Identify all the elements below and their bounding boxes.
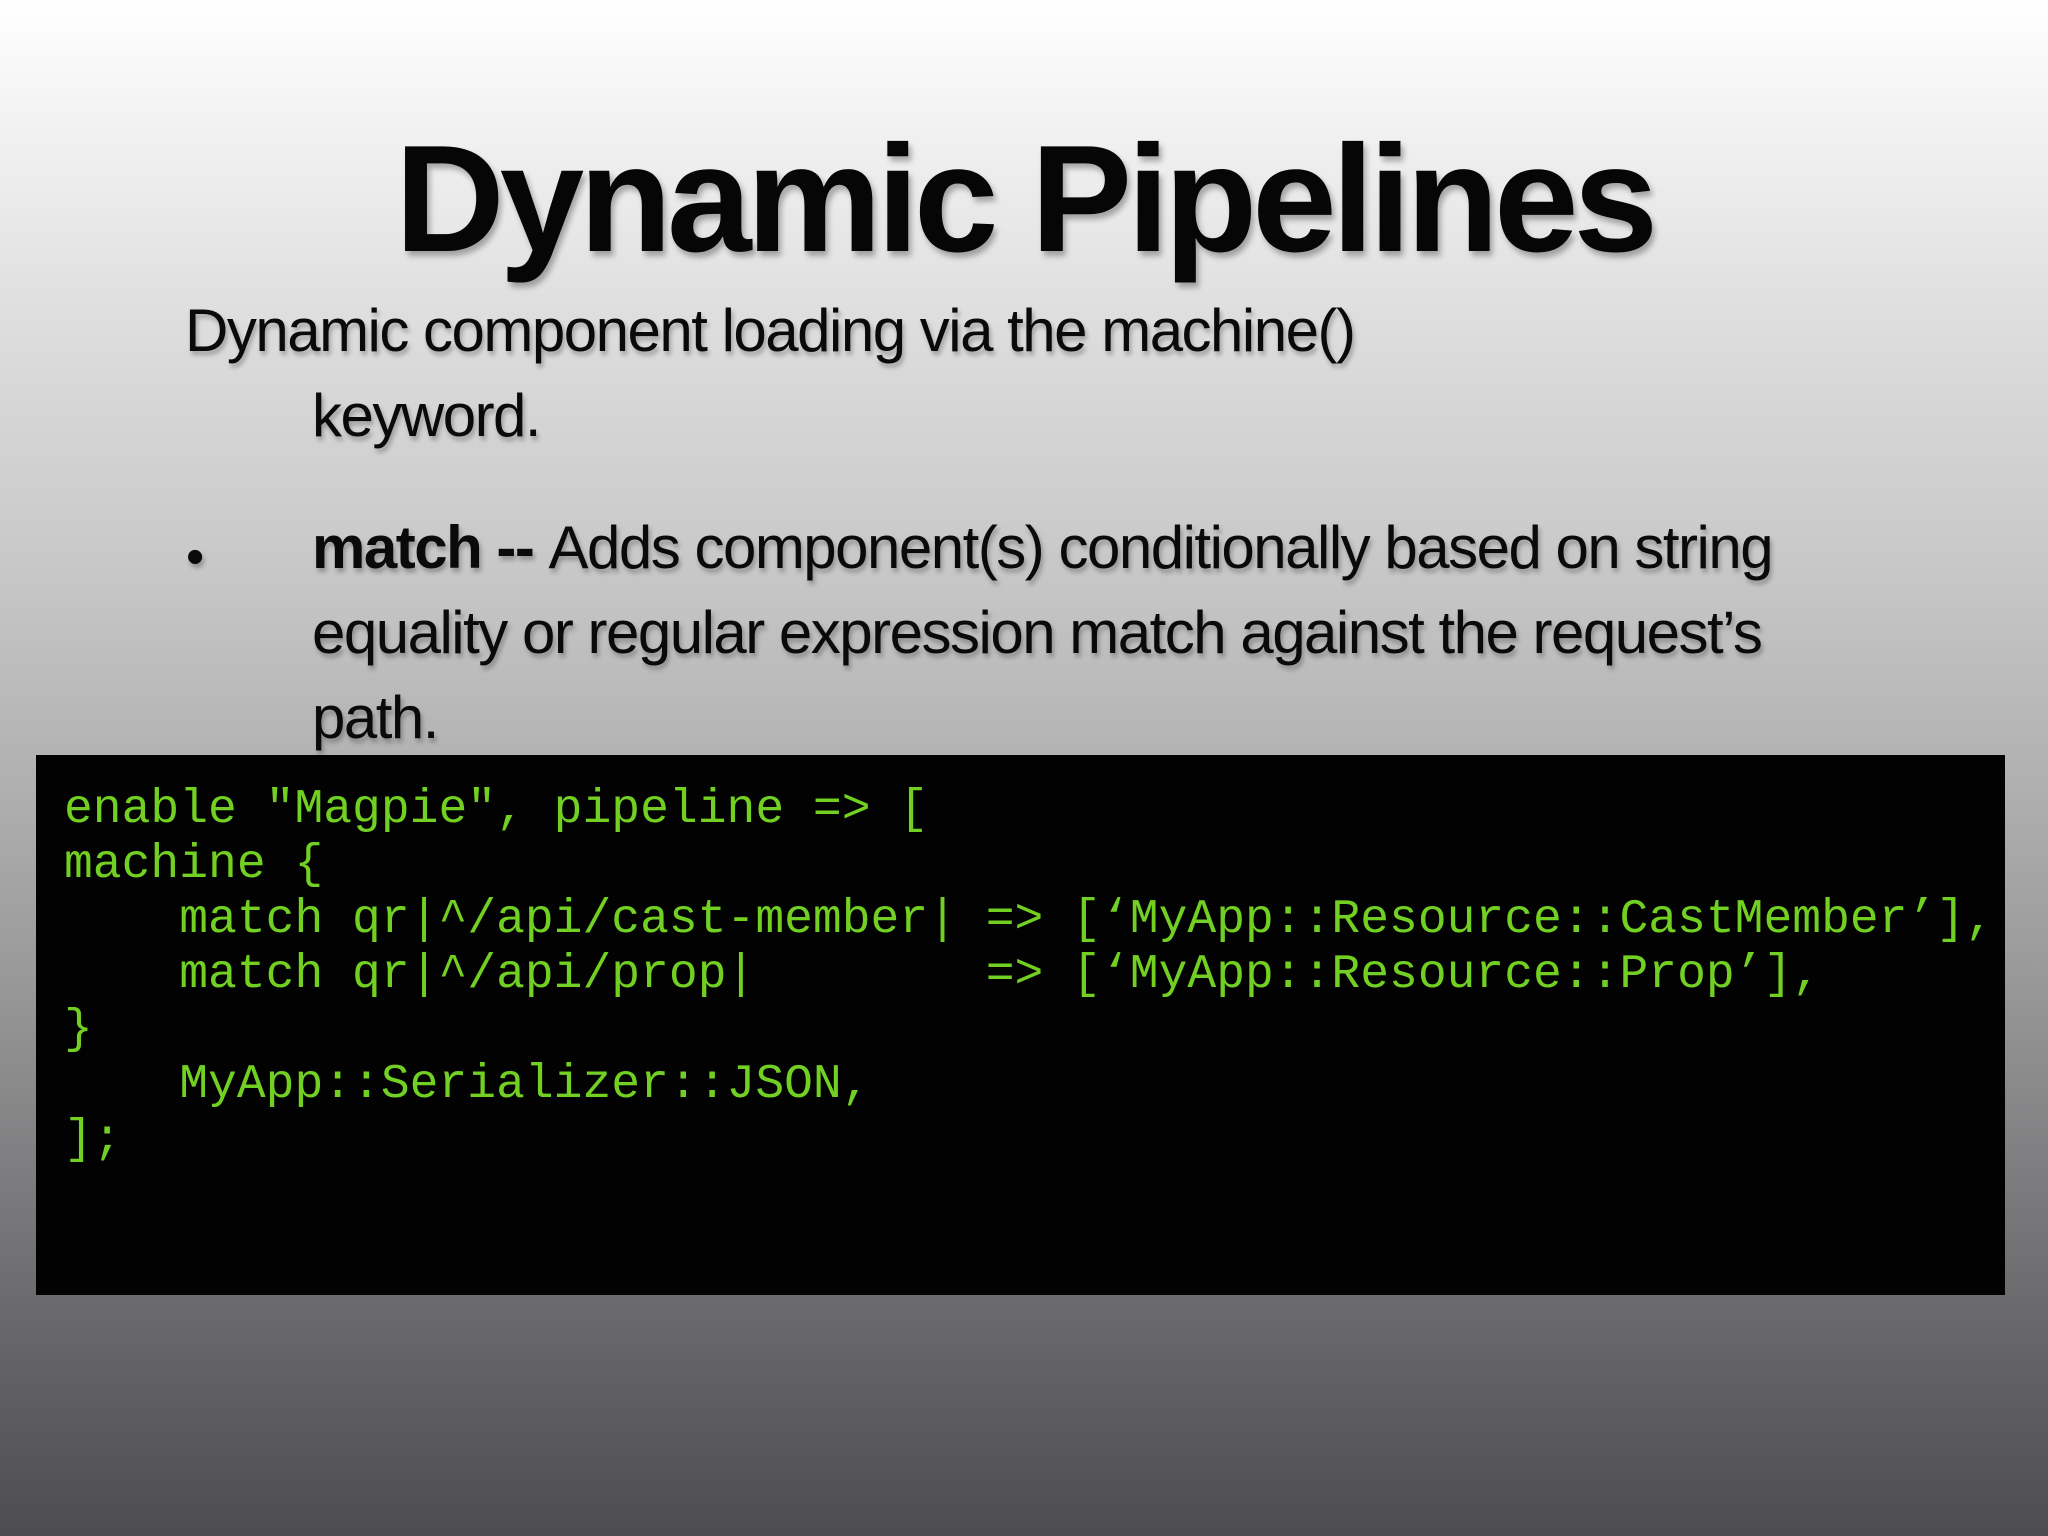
code-line: MyApp::Serializer::JSON, (64, 1058, 871, 1112)
bullet-marker-icon: • (186, 528, 205, 586)
code-line: match qr|^/api/cast-member| => [‘MyApp::… (64, 893, 1994, 947)
slide-title: Dynamic Pipelines (394, 113, 1658, 284)
bullet-item: • match -- Adds component(s) conditionall… (0, 505, 1892, 760)
intro-paragraph: Dynamic component loading via the machin… (0, 288, 1356, 458)
code-line: machine { (64, 838, 324, 892)
code-line: match qr|^/api/prop| => [‘MyApp::Resourc… (64, 948, 1822, 1002)
intro-line-2: keyword. (312, 382, 542, 449)
code-line: } (64, 1003, 93, 1057)
code-line: ]; (64, 1113, 122, 1167)
intro-line-1: Dynamic component loading via the machin… (185, 297, 1356, 364)
code-line: enable "Magpie", pipeline => [ (64, 783, 929, 837)
code-block: enable "Magpie", pipeline => [ machine {… (36, 755, 2005, 1295)
bullet-text: Adds component(s) conditionally based on… (312, 514, 1774, 751)
bullet-term: match (312, 514, 483, 581)
bullet-separator: -- (496, 514, 534, 581)
